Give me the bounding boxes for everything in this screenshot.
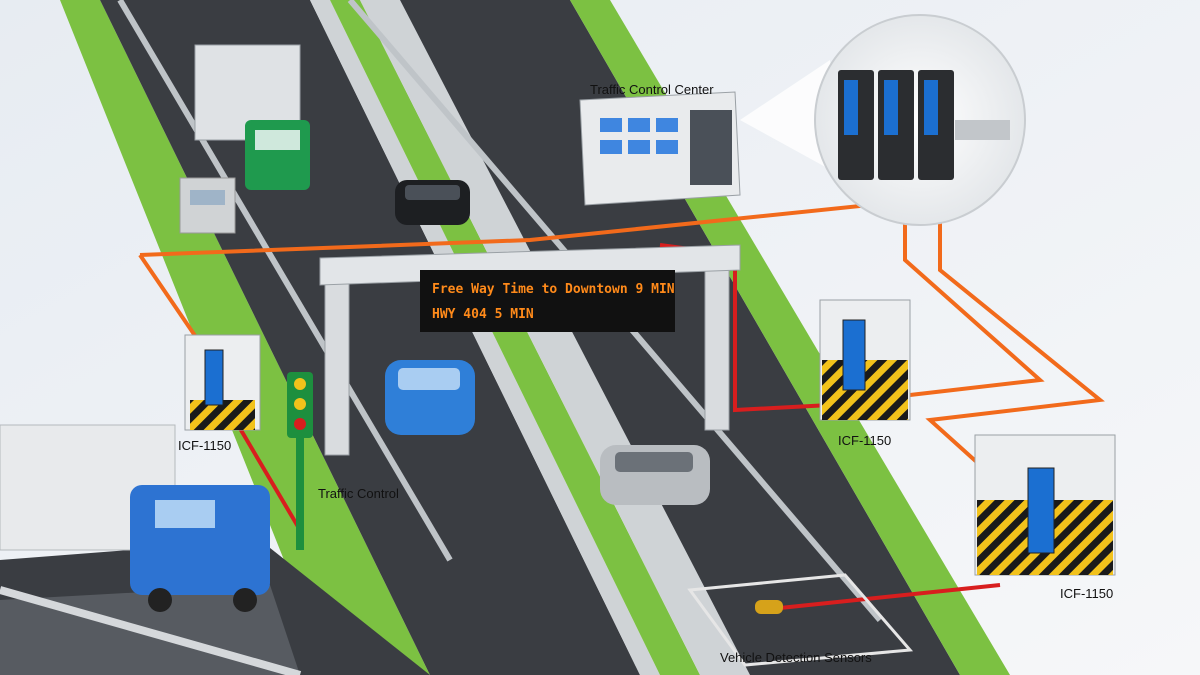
toll-booth-top (179, 177, 236, 234)
icf-cabinet-right (974, 434, 1116, 576)
label-icf-mid: ICF-1150 (838, 433, 891, 448)
car-black (395, 180, 470, 225)
label-icf-right: ICF-1150 (1060, 586, 1113, 601)
converter-module-icon (838, 70, 1010, 180)
car-blue (385, 360, 475, 435)
label-vehicle-sensors: Vehicle Detection Sensors (720, 650, 872, 665)
car-silver (600, 445, 710, 505)
converter-closeup (740, 14, 1026, 226)
truck-top (194, 44, 310, 190)
vehicle-sensor-zone (687, 573, 914, 667)
icf-cabinet-mid (819, 299, 911, 421)
control-center-icon (579, 91, 741, 206)
traffic-light-icon (287, 372, 313, 550)
sign-line-2: HWY 404 5 MIN (432, 307, 534, 322)
truck-blue (0, 424, 270, 612)
highway (0, 0, 1010, 675)
icf-cabinet-left (184, 334, 261, 431)
label-traffic-control: Traffic Control (318, 486, 399, 501)
label-control-center: Traffic Control Center (590, 82, 714, 97)
label-icf-left: ICF-1150 (178, 438, 231, 453)
message-sign: Free Way Time to Downtown 9 MIN HWY 404 … (420, 270, 675, 332)
sign-line-1: Free Way Time to Downtown 9 MIN (432, 282, 675, 297)
sensor-icon (755, 600, 783, 614)
